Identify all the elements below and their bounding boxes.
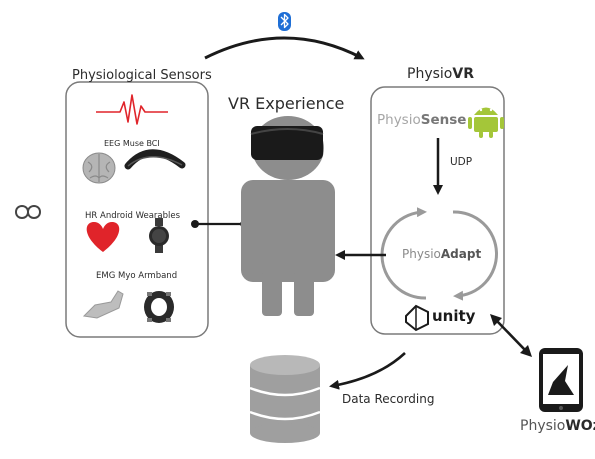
brain-icon: [82, 152, 116, 184]
woz-link-arrow: [490, 314, 532, 357]
physioadapt-label: PhysioAdapt: [402, 247, 482, 261]
smartwatch-icon: [149, 218, 169, 253]
sensors-panel: [65, 81, 209, 338]
vr-experience-title: VR Experience: [228, 94, 345, 113]
physiosense-label: PhysioSense: [377, 112, 467, 128]
armband-icon: [144, 291, 174, 323]
heartbeat-icon: [96, 94, 168, 125]
heart-icon: [86, 222, 120, 252]
physiovr-panel: [370, 86, 505, 335]
recording-arrow: [329, 352, 406, 390]
sensors-panel-title: Physiological Sensors: [72, 68, 212, 83]
sensor-label-emg: EMG Myo Armband: [96, 271, 178, 281]
sensor-label-hr: HR Android Wearables: [85, 211, 181, 221]
bluetooth-link-arrow: [204, 36, 365, 60]
bluetooth-icon: [278, 12, 291, 31]
infinity-icon: [14, 205, 42, 219]
data-recording-label: Data Recording: [342, 392, 435, 406]
database-icon: [249, 355, 321, 443]
udp-label: UDP: [450, 156, 473, 168]
physiovr-title: PhysioVR: [407, 66, 474, 82]
arm-icon: [82, 290, 124, 319]
sensor-label-eeg: EEG Muse BCI: [104, 139, 160, 148]
unity-logo-icon: [405, 304, 429, 332]
physiowoz-label: PhysioWOz: [520, 418, 595, 434]
unity-label: unity: [432, 307, 476, 325]
phone-wizard-icon: [539, 348, 583, 412]
headband-icon: [124, 149, 186, 170]
android-icon: [468, 107, 504, 138]
vr-headset-person-icon: [241, 116, 335, 316]
